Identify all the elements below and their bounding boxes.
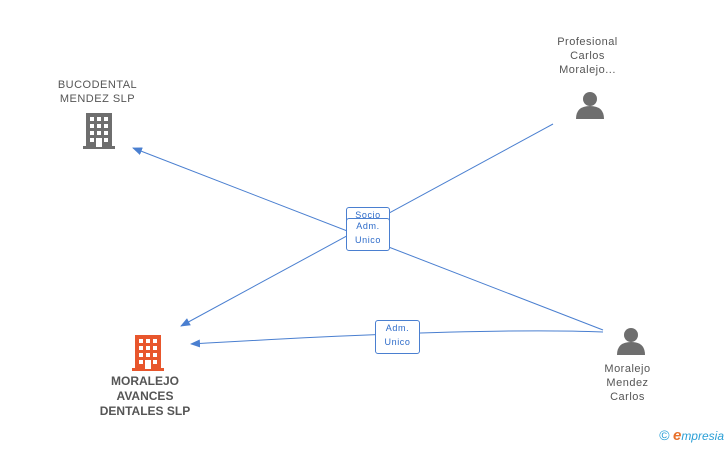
edge-label-adm-unico[interactable]: Adm. Unico [346,218,390,251]
building-icon[interactable] [132,335,164,371]
building-icon[interactable] [83,113,115,149]
node-label-bucodental[interactable]: BUCODENTAL MENDEZ SLP [57,79,138,105]
brand-logo-text: mpresia [681,429,724,443]
edge-label-adm-unico[interactable]: Adm. Unico [375,320,420,354]
person-icon[interactable] [575,91,605,119]
brand-logo: © empresia [659,427,724,444]
brand-logo-letter: e [672,427,682,444]
node-label-profesional[interactable]: Profesional Carlos Moralejo... [557,36,618,76]
node-label-moralejo-avances[interactable]: MORALEJO AVANCES DENTALES SLP [99,374,191,418]
copyright-symbol: © [659,427,670,443]
edge-line-moralejo-mendez-moralejo-avances [190,330,604,348]
person-icon[interactable] [616,327,646,355]
node-label-moralejo-mendez[interactable]: Moralejo Mendez Carlos [604,363,651,403]
